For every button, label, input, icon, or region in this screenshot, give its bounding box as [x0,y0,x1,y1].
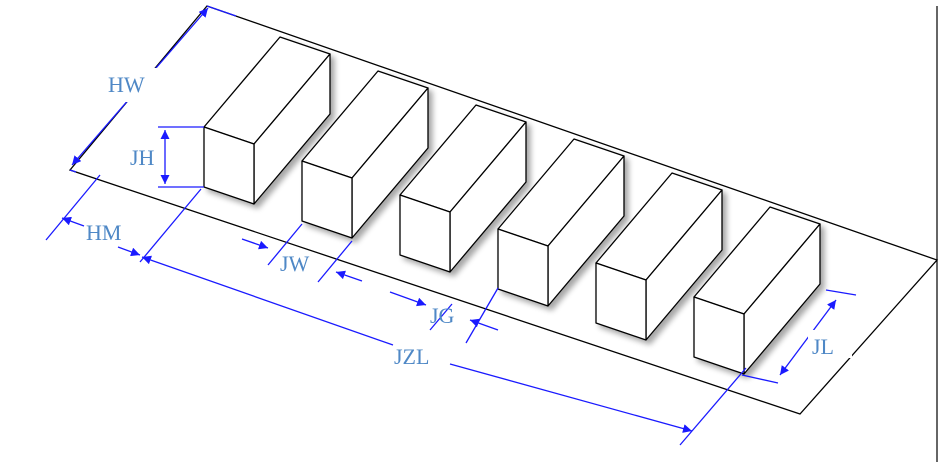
jh-dimension [158,126,204,188]
block [595,172,723,341]
block [399,104,527,273]
block [693,206,821,375]
block-front-face [595,262,647,341]
jl-dimension [741,289,857,384]
jh-label: JH [130,145,155,170]
hm-dimension [45,174,202,263]
hw-label: HW [108,72,145,97]
block-front-face [203,126,255,205]
jw-label: JW [280,251,310,276]
jw-dimension [241,223,363,283]
hm-label: HM [86,220,121,245]
jg-label: JG [430,303,455,328]
block [301,70,429,239]
block [497,138,625,307]
jzl-dimension [141,255,747,446]
block [203,36,331,205]
block-front-face [399,194,451,273]
block-front-face [301,160,353,239]
blocks-group [203,36,821,375]
jzl-label: JZL [394,344,429,369]
jl-label: JL [812,334,834,359]
block-front-face [693,296,745,375]
block-front-face [497,228,549,307]
hw-dimension [69,5,237,173]
base-plate [68,5,939,415]
jg-dimension [389,287,499,344]
